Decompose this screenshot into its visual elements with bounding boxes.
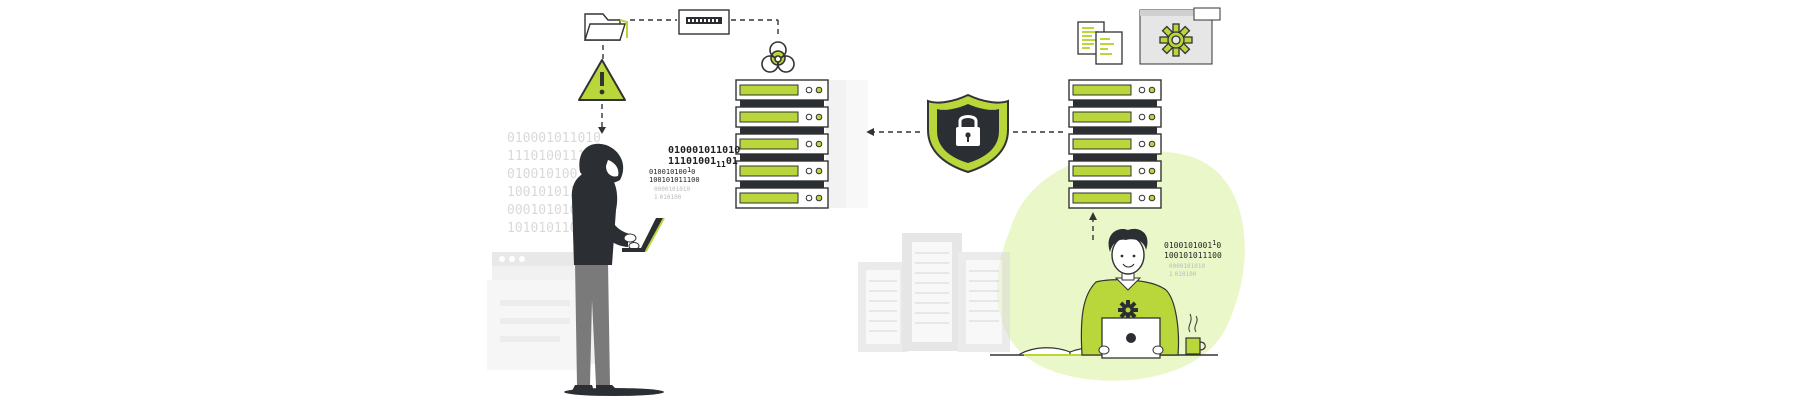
laptop-icon: [622, 217, 665, 252]
server-unit: [1068, 187, 1162, 209]
settings-window: [1139, 7, 1221, 65]
coffee-cup-icon: [1185, 313, 1206, 355]
server-unit: [735, 106, 829, 128]
server-ghost: [826, 80, 868, 208]
bg-binary-line: 010010100101: [507, 167, 601, 182]
server-unit: [1068, 79, 1162, 101]
bg-binary-line: 111010011101: [507, 149, 601, 164]
laptop-icon: [1101, 317, 1161, 359]
lock-shield-icon: [927, 93, 1009, 174]
server-unit: [735, 187, 829, 209]
server-units: [735, 79, 829, 209]
server-rack-protected: [1068, 79, 1162, 209]
server-unit: [1068, 106, 1162, 128]
binary-line: 0000101010: [1169, 263, 1206, 270]
server-rack-compromised: [735, 79, 868, 209]
code-document-icon: [1077, 21, 1123, 65]
arrow-heads: [598, 127, 1097, 220]
biohazard-icon: [761, 41, 795, 73]
binary-line: 010010100110: [1164, 239, 1221, 250]
binary-line: 100101011100: [649, 176, 700, 184]
dashed-connectors: [601, 19, 1094, 240]
server-unit: [735, 79, 829, 101]
hazard-warning-icon: [578, 59, 626, 101]
admin-figure: [1080, 228, 1180, 359]
server-unit: [1068, 160, 1162, 182]
binary-line: 0000101010: [654, 186, 691, 193]
background-data-center: [858, 233, 1010, 352]
gear-icon: [1159, 23, 1193, 57]
hacker-figure: [564, 143, 665, 396]
server-unit: [1068, 133, 1162, 155]
bg-binary-line: 010001011010: [507, 131, 601, 146]
hacker-binary-text: 010001011010 111010011101 01001010010 10…: [649, 145, 740, 201]
binary-line: 010001011010: [668, 145, 740, 156]
binary-line: 111010011101: [668, 156, 738, 169]
gear-icon: [1118, 300, 1138, 320]
binary-line: 01001010010: [649, 166, 695, 176]
binary-line: 100101011100: [1164, 251, 1222, 260]
server-unit: [735, 160, 829, 182]
server-unit: [735, 133, 829, 155]
access-panel-icon: [678, 9, 730, 35]
folder-icon: [584, 13, 628, 41]
